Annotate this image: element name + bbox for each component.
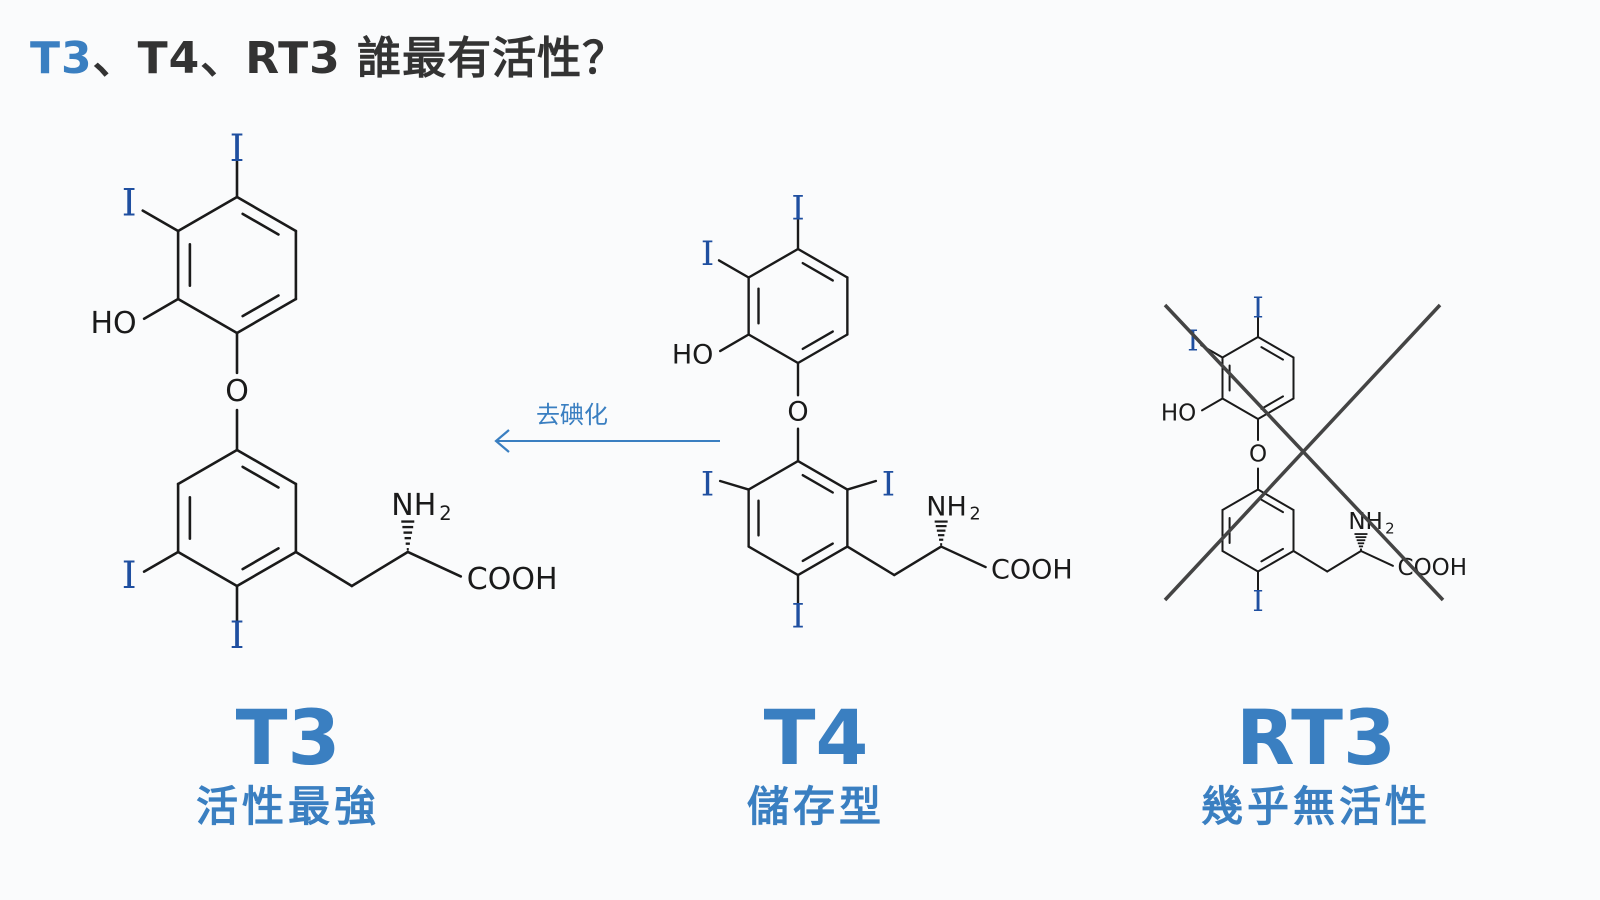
bond-hydroxyl bbox=[142, 297, 180, 321]
iodine-left-inner: I bbox=[701, 464, 714, 503]
amino-subscript: 2 bbox=[970, 504, 981, 524]
bottom-ring-bond bbox=[747, 545, 800, 577]
top-ring-bond bbox=[1257, 397, 1295, 420]
label-t4-name: T4 bbox=[763, 693, 869, 782]
iodine-right-inner: I bbox=[882, 464, 895, 503]
iodine-upper-left: I bbox=[122, 180, 137, 224]
amino-label: NH bbox=[926, 492, 967, 523]
top-ring-bond bbox=[235, 297, 298, 335]
bottom-ring-bond bbox=[1221, 550, 1259, 573]
iodine-upper-left: I bbox=[701, 234, 714, 273]
title-t3: T3 bbox=[30, 33, 93, 84]
top-ring-double-bond bbox=[801, 330, 834, 351]
bond-side-chain-2 bbox=[350, 550, 410, 588]
bottom-ring-bond bbox=[1257, 550, 1295, 573]
deiodination-arrow: 去碘化 bbox=[494, 401, 720, 453]
top-ring-bond bbox=[176, 297, 239, 335]
bottom-ring-bond bbox=[796, 545, 849, 577]
bottom-ring-bond bbox=[176, 448, 239, 486]
bond-side-chain-3 bbox=[1359, 550, 1394, 567]
top-ring-bond bbox=[747, 333, 800, 365]
arrow-label: 去碘化 bbox=[536, 401, 608, 429]
bond-side-chain-1 bbox=[294, 550, 354, 588]
top-ring-bond bbox=[1221, 397, 1259, 420]
bottom-ring-bond bbox=[235, 448, 298, 486]
top-ring-bond bbox=[176, 195, 239, 233]
bottom-ring-double-bond bbox=[801, 473, 834, 494]
bottom-ring-double-bond bbox=[1260, 547, 1284, 563]
bond-side-chain-1 bbox=[846, 545, 896, 577]
top-ring-bond bbox=[1221, 336, 1259, 359]
bond-upper-left-iodine bbox=[141, 209, 180, 233]
iodine-bottom: I bbox=[230, 613, 245, 657]
label-rt3-desc: 幾乎無活性 bbox=[1200, 782, 1431, 831]
page-title: T3、T4、RT3 誰最有活性？ bbox=[30, 22, 627, 86]
bottom-ring-double-bond bbox=[801, 542, 834, 563]
bond-side-chain-3 bbox=[939, 545, 987, 569]
cross-line-2 bbox=[1163, 303, 1442, 602]
ether-oxygen-label: O bbox=[1249, 441, 1267, 467]
ether-oxygen-label: O bbox=[787, 397, 808, 428]
carboxyl-label: COOH bbox=[467, 562, 558, 597]
top-ring-double-bond bbox=[241, 212, 280, 236]
bottom-ring-bond bbox=[1221, 488, 1259, 512]
bond-side-chain-3 bbox=[406, 550, 463, 578]
top-ring-bond bbox=[1257, 336, 1295, 359]
top-ring-bond bbox=[747, 247, 800, 279]
bond-side-chain-1 bbox=[1292, 550, 1329, 573]
bottom-ring-bond bbox=[747, 459, 800, 491]
top-ring-double-bond bbox=[801, 261, 834, 282]
amino-label: NH bbox=[391, 488, 436, 523]
iodine-upper-left: I bbox=[1187, 323, 1198, 357]
inactive-cross-mark bbox=[1163, 303, 1445, 602]
top-ring-bond bbox=[796, 247, 849, 279]
hydroxyl-label: HO bbox=[672, 340, 714, 371]
iodine-bottom: I bbox=[1252, 584, 1263, 618]
title-rest: 、T4、RT3 誰最有活性？ bbox=[92, 33, 628, 84]
bond-hydroxyl bbox=[1200, 397, 1224, 412]
iodine-top: I bbox=[791, 188, 804, 227]
bottom-ring-double-bond bbox=[241, 465, 280, 489]
bond-upper-left-iodine bbox=[717, 259, 750, 279]
top-ring-double-bond bbox=[1260, 346, 1284, 361]
iodine-bottom: I bbox=[791, 597, 804, 636]
ether-oxygen-label: O bbox=[225, 374, 249, 409]
bond-right-iodine bbox=[846, 479, 878, 491]
top-ring-double-bond bbox=[241, 294, 280, 318]
bottom-ring-double-bond bbox=[1260, 498, 1284, 514]
amino-subscript: 2 bbox=[1385, 519, 1395, 537]
carboxyl-label: COOH bbox=[1398, 555, 1468, 581]
bond-left-iodine bbox=[718, 479, 750, 491]
label-t4-desc: 儲存型 bbox=[746, 782, 885, 831]
bottom-ring-bond bbox=[176, 550, 239, 588]
amino-subscript: 2 bbox=[439, 502, 451, 525]
top-ring-bond bbox=[796, 333, 849, 365]
carboxyl-label: COOH bbox=[991, 554, 1073, 585]
label-rt3-name: RT3 bbox=[1236, 693, 1396, 782]
iodine-top: I bbox=[1252, 290, 1263, 324]
top-ring-double-bond bbox=[1260, 395, 1284, 410]
iodine-lower-left: I bbox=[122, 553, 137, 597]
bond-side-chain-2 bbox=[1326, 550, 1362, 573]
bond-lower-left-iodine bbox=[142, 550, 180, 573]
hydroxyl-label: HO bbox=[1161, 400, 1196, 426]
bond-side-chain-2 bbox=[893, 545, 943, 577]
top-ring-bond bbox=[235, 195, 298, 233]
label-t3-name: T3 bbox=[235, 693, 341, 782]
bottom-ring-bond bbox=[796, 459, 849, 491]
bottom-ring-double-bond bbox=[241, 547, 280, 571]
arrow-head bbox=[494, 429, 510, 453]
bond-hydroxyl bbox=[718, 333, 750, 353]
bottom-ring-bond bbox=[235, 550, 298, 588]
hydroxyl-label: HO bbox=[90, 306, 136, 341]
iodine-top: I bbox=[230, 126, 245, 170]
label-t3-desc: 活性最強 bbox=[195, 782, 380, 831]
